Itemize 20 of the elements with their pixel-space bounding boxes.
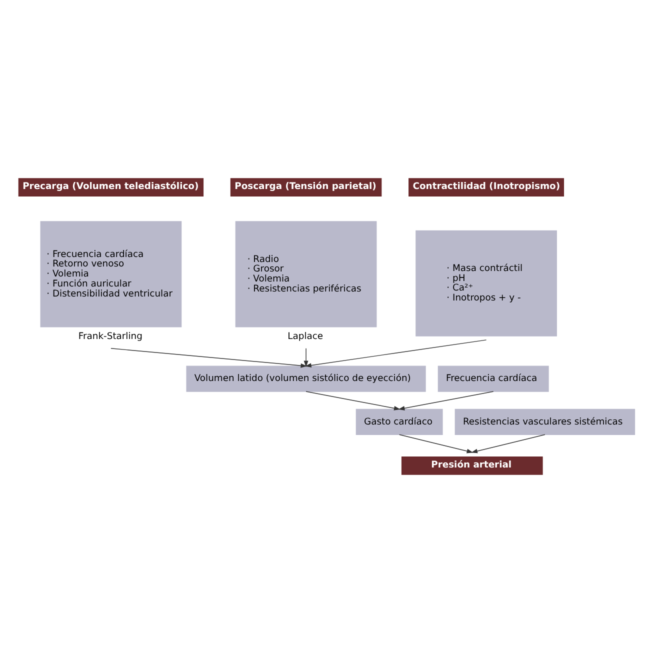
node-box: Contractilidad (Inotropismo) (408, 178, 564, 196)
node-box: · Radio · Grosor · Volemia · Resistencias periféricas (235, 221, 377, 328)
arrow (306, 391, 400, 410)
node-box: Precarga (Volumen telediastólico) (18, 178, 204, 196)
node-box: Gasto cardíaco (356, 408, 443, 435)
node-box: Poscarga (Tensión parietal) (230, 178, 382, 196)
node-box: · Masa contráctil · pH · Ca²⁺ · Inotropos + y - (416, 230, 557, 336)
arrow (471, 434, 546, 454)
node-label: Laplace (288, 330, 324, 342)
arrow (304, 348, 308, 368)
node-box: Presión arterial (401, 456, 543, 475)
node-box: Frecuencia cardíaca (438, 366, 549, 392)
arrow (398, 434, 474, 454)
node-box: Volumen latido (volumen sistólico de eyección) (186, 366, 426, 392)
arrow (398, 391, 494, 410)
arrow (110, 348, 308, 368)
node-box: · Frecuencia cardíaca · Retorno venoso · Volemia · Función auricular · Distensibilidad ventricular (40, 221, 182, 328)
node-box: Resistencias vasculares sistémicas (454, 408, 636, 435)
node-label: Frank-Starling (78, 330, 142, 342)
arrow (304, 340, 487, 368)
